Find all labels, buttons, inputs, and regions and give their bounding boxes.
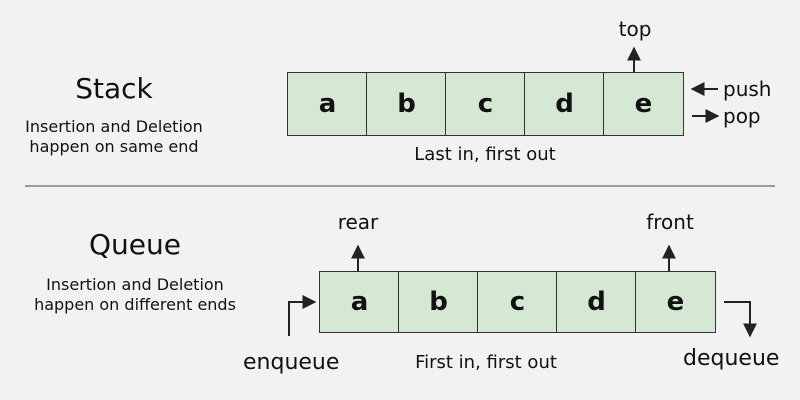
queue-cell: b — [398, 271, 479, 333]
stack-title: Stack — [75, 72, 153, 105]
top-label: top — [618, 17, 652, 41]
enqueue-arrow — [288, 295, 317, 336]
queue-title: Queue — [89, 228, 181, 261]
stack-cell: b — [366, 72, 447, 136]
stack-cell: a — [287, 72, 368, 136]
queue-cell-front: e — [635, 271, 716, 333]
stack-cell: d — [524, 72, 605, 136]
queue-description-line2: happen on different ends — [34, 295, 236, 314]
stack-description-line1: Insertion and Deletion — [25, 117, 203, 136]
front-label: front — [646, 210, 694, 234]
queue-cell: c — [477, 271, 558, 333]
dequeue-arrow — [724, 301, 757, 338]
queue-description-line1: Insertion and Deletion — [46, 275, 224, 294]
queue-cell-rear: a — [319, 271, 400, 333]
rear-label: rear — [337, 210, 379, 234]
push-label: push — [723, 77, 772, 101]
stack-cell-top: e — [603, 72, 684, 136]
pop-label: pop — [723, 104, 761, 128]
enqueue-label: enqueue — [243, 350, 340, 375]
stack-description-line2: happen on same end — [29, 137, 199, 156]
queue-cell: d — [556, 271, 637, 333]
dequeue-label: dequeue — [683, 346, 780, 371]
stack-cell: c — [445, 72, 526, 136]
stack-caption: Last in, first out — [414, 144, 556, 165]
queue-caption: First in, first out — [415, 352, 557, 373]
